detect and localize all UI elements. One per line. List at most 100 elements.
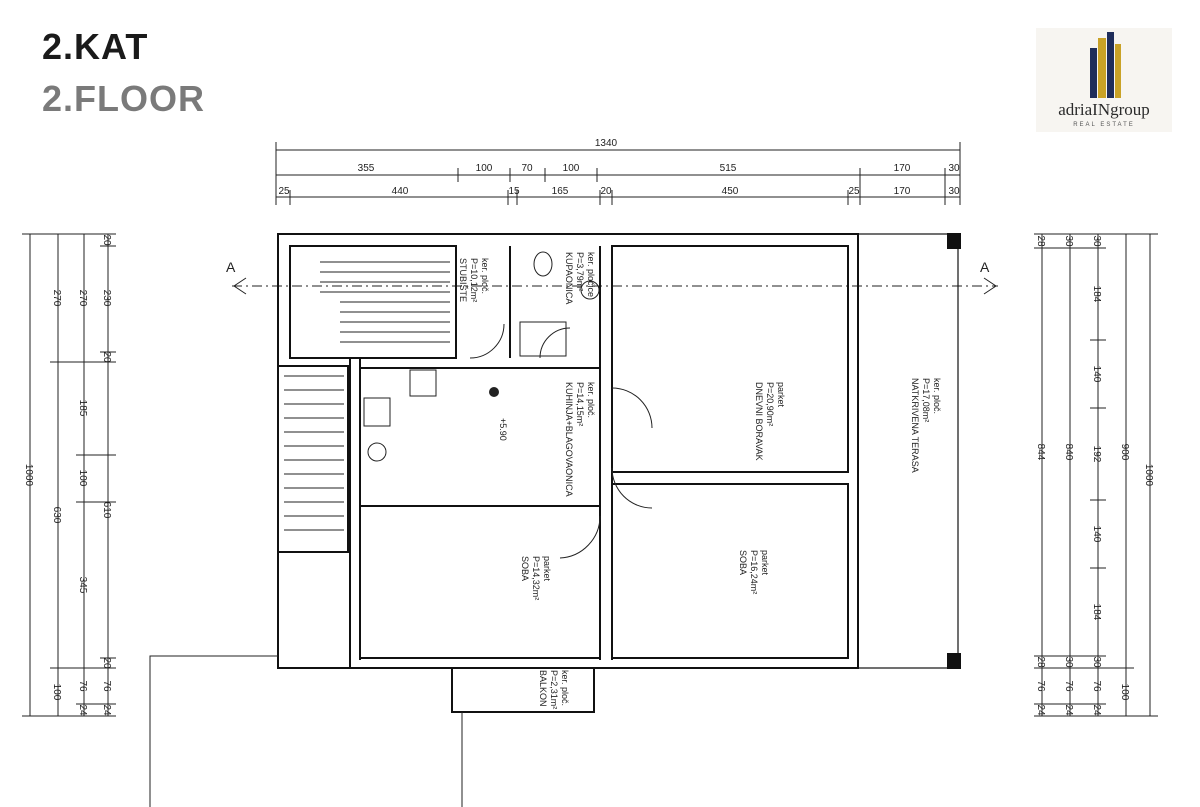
room-bathroom-area: P=3,79m² [575,252,585,291]
dim-top-2: 100 [476,163,493,174]
room-bathroom-floor: ker. pločice [586,252,596,297]
dim-left-innermost-6: 76 [101,680,112,692]
dim-right-d-3: 140 [1091,366,1102,383]
room-terrace-name: NATKRIVENA TERASA [910,378,920,473]
dim-top-5: 515 [720,163,737,174]
room-stairs: STUBIŠTE P=10,12m² ker. ploč. [458,258,490,302]
dim-right-c-2: 840 [1063,444,1074,461]
room-kitchen-area: P=14,15m² [575,382,585,426]
dim-row2-2: 440 [392,186,409,197]
room-living-area: P=20,90m² [765,382,775,426]
kitchen-sink-icon [367,442,387,462]
logo-wordmark: adriaINgroup [1058,100,1150,119]
dim-left-mid-1: 270 [51,290,62,307]
floor-title-croatian: 2.KAT [42,26,149,67]
shower-icon [519,321,567,357]
dim-row2-1: 25 [278,186,290,197]
room-bedroom-1-area: P=14,32m² [531,556,541,600]
dim-left-mid-3: 100 [51,684,62,701]
dim-right-d-4: 192 [1091,446,1102,463]
level-marker-icon [489,387,499,397]
dim-row2-4: 165 [552,186,569,197]
floor-title-english: 2.FLOOR [42,78,206,119]
dim-left-inner-2: 185 [77,400,88,417]
dim-left-innermost-4: 610 [101,502,112,519]
company-logo: adriaINgroup REAL ESTATE [1036,28,1172,132]
room-bedroom-1-name: SOBA [520,556,530,581]
level-marker: +5.90 [498,418,508,441]
dim-row2-8: 170 [894,186,911,197]
dim-right-outer: 1000 [1143,464,1154,487]
room-kitchen: KUHINJA+BLAGOVAONICA P=14,15m² ker. ploč… [564,382,596,497]
dim-left-inner-5: 76 [77,680,88,692]
sink-icon [580,280,600,300]
dim-left-outer: 1000 [23,464,34,487]
toilet-icon [533,251,553,277]
dim-right-e-2: 844 [1035,444,1046,461]
dim-left-innermost-3: 20 [101,351,112,363]
room-living: DNEVNI BORAVAK P=20,90m² parket [754,382,786,461]
dim-top-6: 170 [894,163,911,174]
room-balcony: BALKON P=2,31m² ker. ploč. [538,670,570,709]
room-bedroom-1-floor: parket [542,556,552,582]
dim-right-c-4: 76 [1063,680,1074,692]
dim-right-mid-1: 900 [1119,444,1130,461]
room-terrace-floor: ker. ploč. [932,378,942,414]
dim-right-e-4: 76 [1035,680,1046,692]
room-bathroom-name: KUPAONICA [564,252,574,304]
room-bedroom-2-name: SOBA [738,550,748,575]
room-terrace: NATKRIVENA TERASA P=17,08m² ker. ploč. [910,378,942,473]
logo-tagline: REAL ESTATE [1073,122,1135,128]
dim-right-mid-2: 100 [1119,684,1130,701]
dim-row2-3: 15 [508,186,520,197]
dim-left-inner-4: 345 [77,577,88,594]
dim-right-c-3: 30 [1063,656,1074,668]
dim-right-e-3: 28 [1035,656,1046,668]
dim-right-d-2: 184 [1091,286,1102,303]
dim-right-c-1: 30 [1063,235,1074,247]
dim-top-total: 1340 [595,138,618,149]
room-stairs-area: P=10,12m² [469,258,479,302]
section-mark-left: A [226,259,236,275]
dim-right-d-7: 30 [1091,656,1102,668]
dim-right-e-5: 24 [1035,704,1046,716]
dim-left-innermost-1: 20 [101,234,112,246]
dim-left-innermost-5: 20 [101,657,112,669]
dim-left-inner-1: 270 [77,290,88,307]
dim-right-e-1: 28 [1035,235,1046,247]
room-kitchen-name: KUHINJA+BLAGOVAONICA [564,382,574,497]
dim-top-1: 355 [358,163,375,174]
room-balcony-floor: ker. ploč. [560,670,570,706]
room-kitchen-floor: ker. ploč. [586,382,596,418]
dim-left-mid-2: 630 [51,507,62,524]
dim-row2-6: 450 [722,186,739,197]
dim-top-4: 100 [563,163,580,174]
dim-right-c-5: 24 [1063,704,1074,716]
room-living-floor: parket [776,382,786,408]
dim-right-d-6: 184 [1091,604,1102,621]
dim-row2-7: 25 [848,186,860,197]
dim-left-inner-3: 100 [77,470,88,487]
room-stairs-floor: ker. ploč. [480,258,490,294]
dim-right-d-1: 30 [1091,235,1102,247]
dim-right-d-9: 24 [1091,704,1102,716]
room-bedroom-2-area: P=16,24m² [749,550,759,594]
dim-left-inner-6: 24 [77,704,88,716]
dim-left-innermost-7: 24 [101,704,112,716]
room-bathroom: KUPAONICA P=3,79m² ker. pločice [564,252,596,304]
dim-right-d-8: 76 [1091,680,1102,692]
stove-icon [363,397,391,427]
room-terrace-area: P=17,08m² [921,378,931,422]
section-mark-right: A [980,259,990,275]
dim-top-7: 30 [948,163,960,174]
room-bedroom-2: SOBA P=16,24m² parket [738,550,770,594]
room-bedroom-1: SOBA P=14,32m² parket [520,556,552,600]
room-balcony-area: P=2,31m² [549,670,559,709]
building-icon [1090,32,1121,98]
fridge-icon [409,369,437,397]
room-bedroom-2-floor: parket [760,550,770,576]
dim-right-d-5: 140 [1091,526,1102,543]
dim-left-innermost-2: 230 [101,290,112,307]
room-stairs-name: STUBIŠTE [458,258,468,302]
